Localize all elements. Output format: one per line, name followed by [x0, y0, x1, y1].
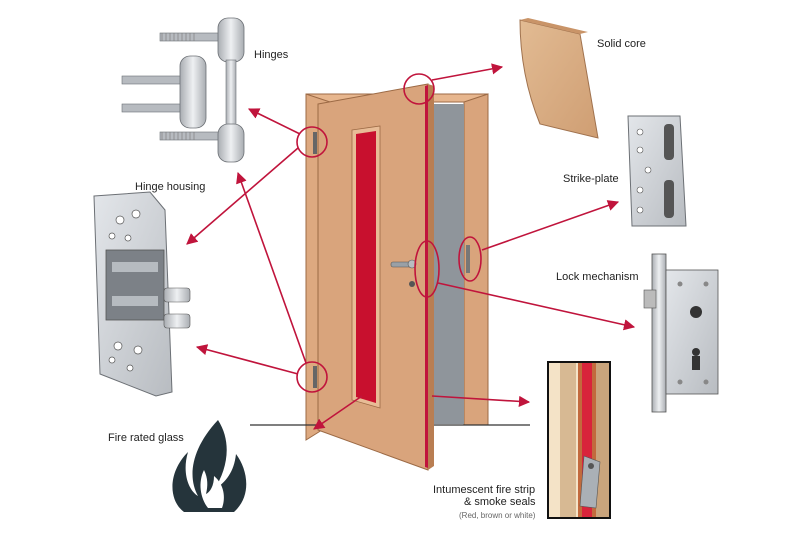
door-hinge-top [313, 132, 317, 154]
label-fire-rated-glass: Fire rated glass [108, 432, 184, 444]
label-intumescent-line1: Intumescent fire strip [433, 484, 536, 496]
solid-core-illustration [519, 18, 599, 139]
door-hinge-bottom [313, 366, 317, 388]
label-hinge-housing: Hinge housing [135, 181, 206, 193]
label-hinges: Hinges [254, 49, 289, 61]
hinge-middle [121, 55, 207, 129]
flame-icon [172, 420, 247, 512]
frame-strike-slot [466, 245, 470, 273]
door-leaf [317, 83, 434, 471]
intumescent-strip-illustration [547, 361, 611, 519]
hinges-illustration [121, 17, 245, 163]
label-intumescent-note: (Red, brown or white) [459, 511, 536, 520]
door-opening-shadow [430, 104, 464, 424]
label-solid-core: Solid core [597, 38, 646, 50]
fire-rated-glass-panel [356, 131, 376, 403]
hinge-pin-bottom [159, 123, 245, 163]
hinge-pin-top [159, 17, 245, 63]
lock-mechanism-illustration [643, 253, 719, 413]
hinge-housing-illustration [93, 191, 191, 397]
label-strike-plate: Strike-plate [563, 173, 619, 185]
highlight-circles [296, 73, 482, 393]
strike-plate-illustration [627, 115, 687, 227]
label-intumescent-line2: & smoke seals [464, 496, 536, 508]
callout-arrows [186, 63, 636, 430]
intumescent-strip-edge [425, 85, 428, 468]
label-lock-mechanism: Lock mechanism [556, 271, 639, 283]
door-handle [390, 259, 417, 287]
